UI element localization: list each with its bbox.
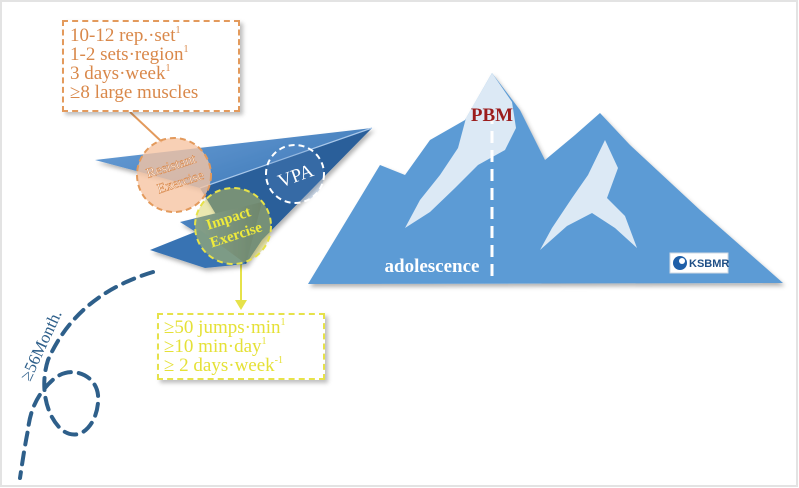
snow-right-wing	[540, 140, 637, 250]
impact-guideline-jumps: ≥50 jumps·min1	[164, 317, 286, 338]
impact-guidelines-box: ≥50 jumps·min1 ≥10 min·day1 ≥ 2 days·wee…	[157, 313, 325, 380]
resistance-guideline-days: 3 days·week1	[70, 63, 171, 84]
resistance-connector-line	[129, 111, 163, 143]
mountain-body	[308, 73, 783, 284]
plane-tail	[150, 230, 246, 268]
vpa-circle	[265, 144, 325, 204]
mountain	[308, 73, 783, 284]
paper-airplane	[95, 127, 373, 268]
impact-guideline-days: ≥ 2 days·week-1	[164, 355, 284, 376]
impact-connector-arrow	[235, 300, 247, 310]
resistance-guidelines-box: 10-12 rep.·set1 1-2 sets·region1 3 days·…	[62, 20, 240, 112]
snow-left-peak	[405, 73, 516, 228]
flight-path	[18, 270, 155, 480]
plane-top-wing	[95, 128, 372, 220]
pbm-label: PBM	[471, 105, 513, 126]
resistance-guideline-reps: 10-12 rep.·set1	[70, 25, 181, 46]
impact-guideline-minutes: ≥10 min·day1	[164, 336, 267, 357]
duration-label: ≥56Month.	[16, 307, 65, 384]
adolescence-label: adolescence	[385, 256, 480, 277]
impact-exercise-circle	[194, 187, 272, 265]
resistance-guideline-sets: 1-2 sets·region1	[70, 44, 189, 65]
resistance-exercise-circle	[136, 137, 212, 213]
ksbmr-logo: KSBMR	[669, 252, 729, 274]
plane-lower-wing	[180, 202, 262, 264]
resistance-guideline-muscles: ≥8 large muscles	[70, 82, 199, 103]
ksbmr-logo-text: KSBMR	[689, 258, 729, 270]
